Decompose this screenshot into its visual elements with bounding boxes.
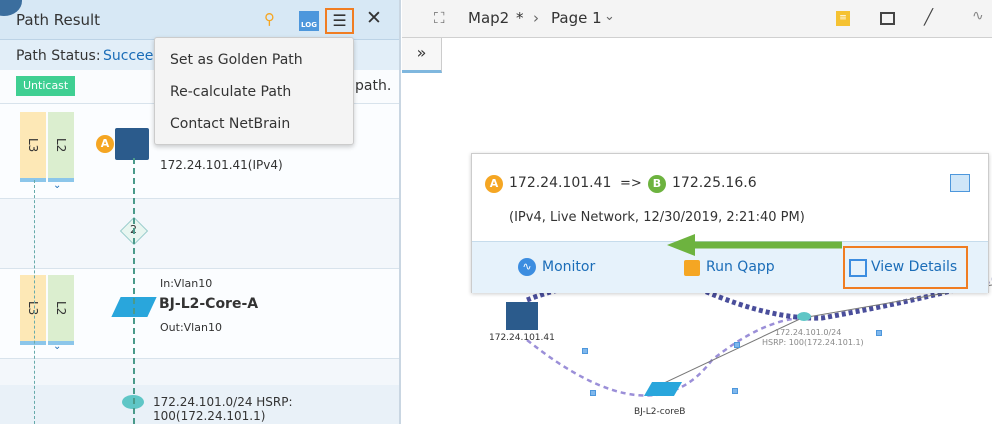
host-icon[interactable]: [115, 128, 149, 160]
monitor-icon: ∿: [518, 258, 536, 276]
menu-item-recalculate[interactable]: Re-calculate Path: [170, 84, 292, 100]
l3-tag[interactable]: L3: [20, 275, 46, 345]
view-details-label: View Details: [871, 259, 958, 275]
device-name[interactable]: BJ-L2-Core-A: [159, 296, 259, 312]
hop-ip: 172.24.101.41(IPv4): [160, 158, 283, 172]
hop-row-3: 172.24.101.0/24 HSRP: 100(172.24.101.1): [0, 385, 399, 424]
map-toolbar: ⛶ Map2 * › Page 1 ⌄ ≡ ╱ ∿: [402, 0, 992, 38]
expand-chevron-icon[interactable]: ⌄: [53, 341, 62, 352]
panel-header: Path Result ⚲ LOG ☰ ✕: [0, 0, 399, 40]
line-icon[interactable]: ╱: [924, 8, 934, 26]
expand-chevron-icon[interactable]: ⌄: [53, 180, 62, 191]
hop-count-row: 2: [0, 199, 399, 269]
l2-tag[interactable]: L2: [48, 112, 74, 182]
source-ip: 172.24.101.41: [509, 175, 612, 191]
l2-tag[interactable]: L2: [48, 275, 74, 345]
expand-panel-button[interactable]: »: [402, 38, 442, 73]
fullscreen-icon[interactable]: ⛶: [434, 9, 445, 27]
popup-actions: ∿ Monitor Run Qapp View Details: [472, 241, 988, 293]
hop-subnet: 172.24.101.0/24 HSRP: 100(172.24.101.1): [153, 395, 293, 423]
path-details: (IPv4, Live Network, 12/30/2019, 2:21:40…: [509, 210, 805, 225]
menu-button[interactable]: ☰: [325, 8, 354, 34]
status-value: Succeeded: [103, 48, 153, 64]
chevron-down-icon[interactable]: ⌄: [604, 9, 615, 24]
hop-row-2: L3 L2 ⌄ In:Vlan10 BJ-L2-Core-A Out:Vlan1…: [0, 269, 399, 359]
panel-title: Path Result: [16, 11, 101, 29]
arrow-annotation: [667, 234, 842, 256]
path-swap-icon[interactable]: ⚲: [264, 10, 275, 28]
host-node-label: 172.24.101.41: [489, 333, 555, 343]
breadcrumb-chevron-icon: ›: [533, 9, 539, 27]
arrow-text: =>: [620, 176, 642, 191]
status-label: Path Status:: [16, 48, 101, 64]
path-menu: Set as Golden Path Re-calculate Path Con…: [154, 37, 354, 145]
modified-mark: *: [516, 9, 524, 27]
menu-item-contact[interactable]: Contact NetBrain: [170, 116, 291, 132]
hsrp-label: HSRP: 100(172.24.101.1): [762, 338, 864, 347]
page-selector[interactable]: Page 1: [551, 9, 602, 27]
monitor-button[interactable]: Monitor: [542, 259, 596, 275]
host-node-icon[interactable]: [506, 302, 538, 330]
in-interface: In:Vlan10: [160, 277, 213, 290]
run-qapp-button[interactable]: Run Qapp: [706, 259, 775, 275]
qapp-icon: [684, 260, 700, 276]
menu-item-golden-path[interactable]: Set as Golden Path: [170, 52, 303, 68]
subnet-node-icon[interactable]: [797, 312, 811, 321]
info-text: path.: [355, 78, 392, 94]
log-icon[interactable]: LOG: [299, 11, 319, 31]
unicast-badge: Unticast: [16, 76, 76, 96]
out-interface: Out:Vlan10: [160, 321, 222, 334]
rectangle-icon[interactable]: [880, 12, 895, 25]
view-details-button[interactable]: View Details: [843, 246, 968, 289]
export-icon[interactable]: [950, 174, 970, 192]
subnet-label: 172.24.101.0/24: [775, 328, 842, 337]
close-icon[interactable]: ✕: [366, 7, 382, 29]
path-popup: A 172.24.101.41 => B 172.25.16.6 (IPv4, …: [471, 153, 989, 293]
note-icon[interactable]: ≡: [836, 11, 850, 26]
source-badge: A: [485, 175, 503, 193]
dest-ip: 172.25.16.6: [672, 175, 757, 191]
dest-badge: B: [648, 175, 666, 193]
map-title: Map2: [468, 9, 510, 27]
details-icon: [849, 259, 867, 277]
switch-node-label: BJ-L2-coreB: [634, 407, 686, 417]
l3-tag[interactable]: L3: [20, 112, 46, 182]
curve-icon[interactable]: ∿: [972, 8, 984, 24]
source-badge: A: [96, 135, 114, 153]
